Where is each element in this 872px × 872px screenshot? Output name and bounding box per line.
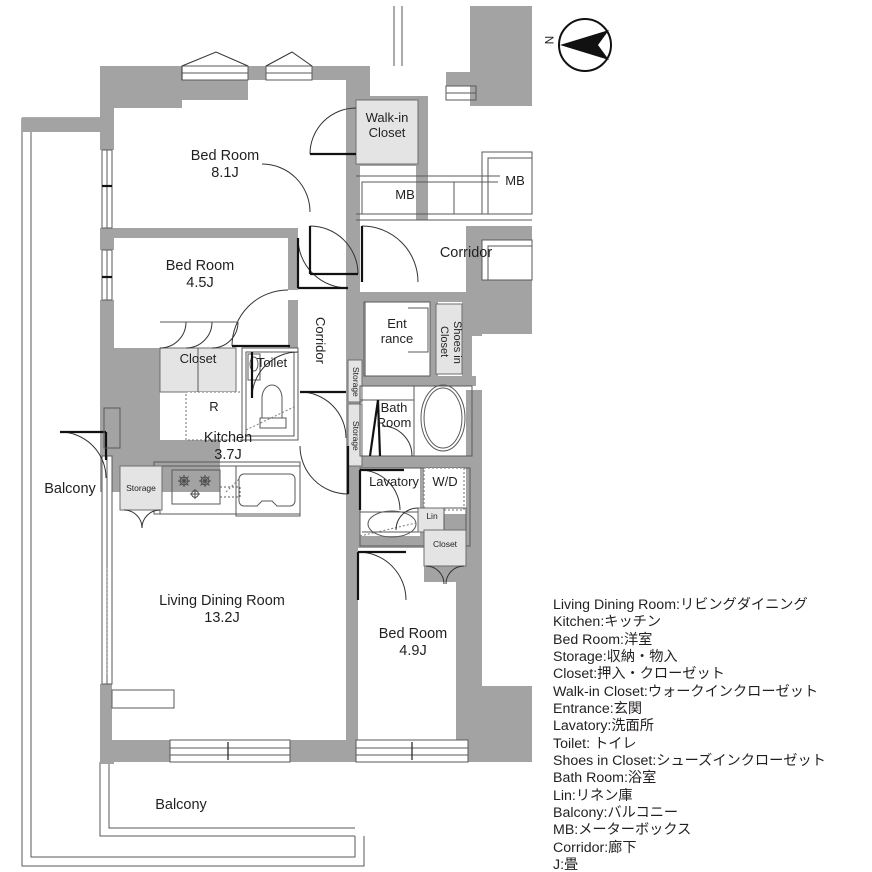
corridor-right-opening — [481, 239, 533, 281]
door-corridor-3 — [308, 225, 359, 276]
legend-item: MB:メーターボックス — [553, 822, 692, 839]
window-left-2 — [101, 249, 113, 301]
legend-item: Lin:リネン庫 — [553, 787, 633, 804]
window-top-1 — [181, 51, 249, 81]
toilet-room — [241, 347, 299, 441]
window-bottom-ldk — [169, 739, 291, 763]
entrance-area — [363, 301, 431, 377]
mb-left-box — [356, 175, 532, 221]
door-corridor-1 — [299, 390, 347, 439]
legend-item: Kitchen:キッチン — [553, 614, 662, 631]
structural-walls — [22, 6, 532, 764]
door-bedroom45-bottom — [231, 289, 290, 348]
plan-details — [59, 6, 533, 763]
legend: Living Dining Room:リビングダイニング Kitchen:キッチ… — [553, 597, 865, 872]
storage-vert-2 — [347, 403, 363, 467]
walk-in-closet-area — [355, 99, 419, 165]
legend-item: Entrance:玄関 — [553, 701, 643, 718]
window-top-2 — [265, 51, 313, 81]
legend-item: Bath Room:浴室 — [553, 770, 657, 787]
legend-item: Walk-in Closet:ウォークインクローゼット — [553, 683, 819, 700]
lavatory-area — [358, 467, 471, 547]
door-bedroom45-top — [296, 237, 349, 290]
compass-rose — [558, 18, 612, 72]
top-right-window — [445, 85, 477, 101]
legend-item: Shoes in Closet:シューズインクローゼット — [553, 753, 826, 770]
refrigerator — [185, 391, 243, 441]
legend-item: Lavatory:洗面所 — [553, 718, 654, 735]
door-corridor-2 — [299, 445, 350, 495]
window-ldk-left — [101, 455, 113, 685]
room-interiors — [112, 108, 456, 740]
window-left-1 — [101, 149, 113, 229]
shoes-in-closet-area — [435, 303, 463, 375]
legend-item: J:畳 — [553, 857, 579, 872]
closet-bedroom45 — [159, 321, 239, 393]
legend-item: Corridor:廊下 — [553, 839, 637, 856]
legend-item: Balcony:バルコニー — [553, 805, 679, 822]
door-entrance — [360, 225, 419, 283]
closet-bedroom49 — [423, 529, 467, 585]
storage-vert-1 — [347, 359, 363, 403]
door-bedroom81 — [261, 163, 311, 213]
bath-room-area — [359, 384, 473, 457]
ldk-bay — [111, 689, 175, 709]
legend-item: Closet:押入・クローゼット — [553, 666, 725, 683]
kitchen-storage — [119, 465, 163, 529]
balcony-bottom-outline — [99, 762, 355, 837]
legend-item: Bed Room:洋室 — [553, 631, 653, 648]
window-bottom-bedroom — [355, 739, 469, 763]
legend-item: Storage:収納・物入 — [553, 649, 678, 666]
mb-right-box — [481, 151, 533, 215]
legend-item: Toilet: トイレ — [553, 735, 637, 752]
compass-north-label: N — [542, 35, 557, 45]
kitchen-counter — [153, 461, 301, 517]
legend-item: Living Dining Room:リビングダイニング — [553, 597, 808, 613]
door-bedroom49 — [356, 550, 407, 601]
door-balcony-left — [59, 430, 108, 479]
